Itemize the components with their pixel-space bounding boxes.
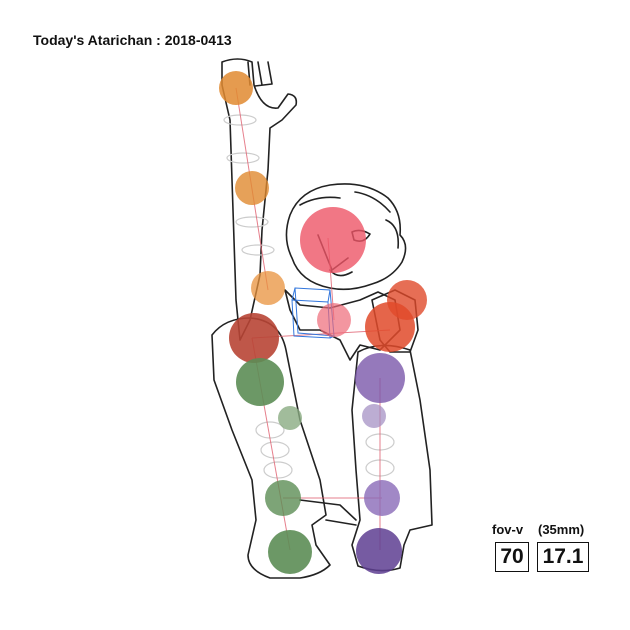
- head-outline: [285, 183, 407, 291]
- joint-marker-right-knee-small: [278, 406, 302, 430]
- ring: [241, 244, 275, 256]
- joint-marker-hip: [229, 313, 279, 363]
- ring: [226, 152, 260, 164]
- ring: [260, 441, 290, 459]
- joint-marker-left-knee: [364, 480, 400, 516]
- joint-marker-left-knee-small: [362, 404, 386, 428]
- ring: [235, 216, 269, 228]
- joint-marker-head: [300, 207, 366, 273]
- page-title: Today's Atarichan : 2018-0413: [33, 32, 232, 48]
- joint-markers: [219, 71, 427, 574]
- fov-label: fov-v: [492, 522, 524, 537]
- right-leg-outline: [211, 317, 331, 579]
- joint-marker-right-foot: [268, 530, 312, 574]
- joint-marker-right-knee: [265, 480, 301, 516]
- joint-marker-hand: [219, 71, 253, 105]
- joint-marker-neck: [317, 303, 351, 337]
- joint-marker-back-elbow: [365, 302, 415, 352]
- joint-marker-right-thigh: [236, 358, 284, 406]
- fov-value-box[interactable]: 70: [495, 542, 529, 572]
- joint-marker-elbow: [235, 171, 269, 205]
- joint-marker-left-thigh: [355, 353, 405, 403]
- focal-length-box[interactable]: 17.1: [537, 542, 589, 572]
- ring: [263, 461, 293, 479]
- crotch-line: [299, 499, 357, 526]
- joint-marker-left-foot: [356, 528, 402, 574]
- lens-label: (35mm): [538, 522, 585, 537]
- joint-marker-shoulder: [251, 271, 285, 305]
- hair-outline: [299, 191, 400, 249]
- ring: [223, 114, 257, 126]
